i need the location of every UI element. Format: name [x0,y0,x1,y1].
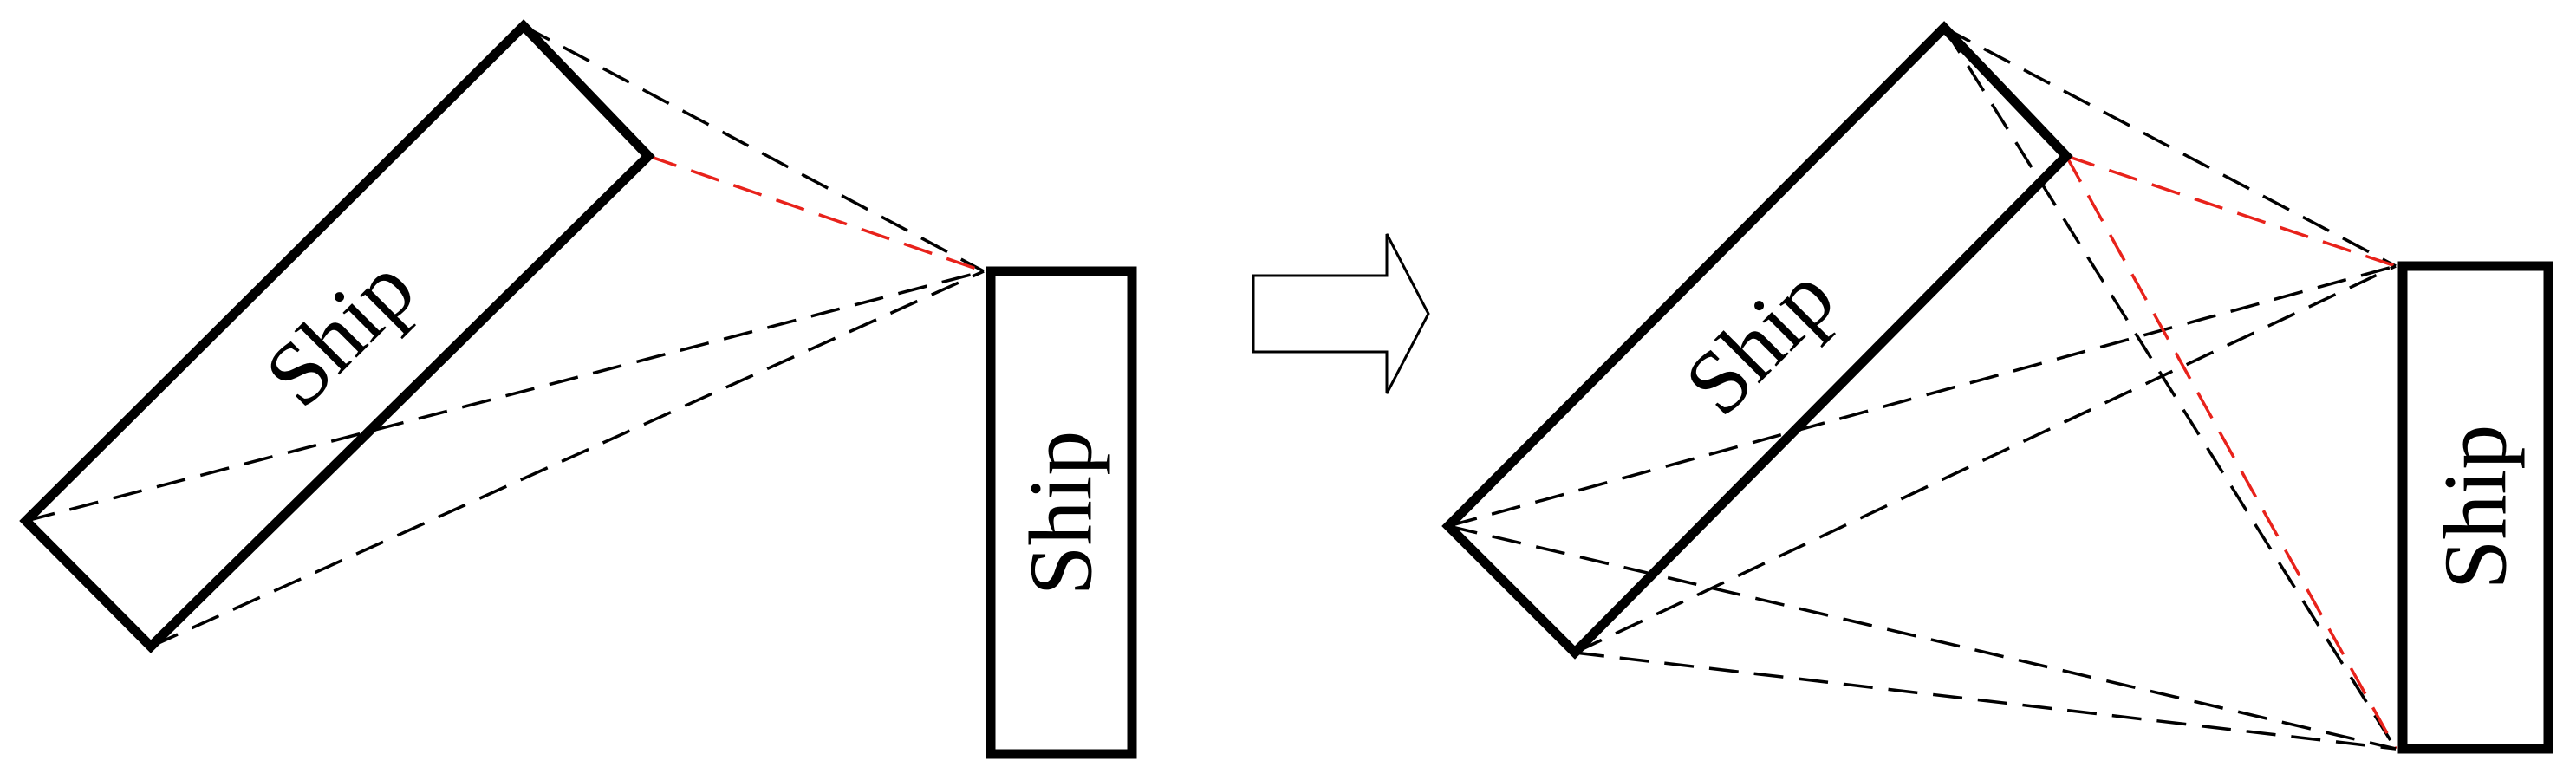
right-line-red-bottom [2065,155,2397,750]
left-line-bottom-corner [150,270,985,648]
left-angled-ship-outline [19,19,655,653]
right-line-top-to-bottom [1942,27,2397,750]
right-angled-ship-outline [1441,21,2073,660]
right-angled-ship: Ship [1441,21,2073,660]
left-vertical-ship-label: Ship [1012,431,1111,596]
left-sight-lines [25,24,985,648]
right-line-left-to-bottom [1447,524,2397,751]
left-line-red [647,154,985,273]
right-line-bottom-to-top [1574,264,2397,654]
right-arrow-icon [1252,233,1430,394]
right-line-top-to-top [1943,26,2397,268]
left-scene: Ship Ship [19,19,1137,759]
right-line-left-to-top [1447,264,2397,528]
right-line-bottom-to-bottom [1574,651,2397,751]
left-angled-ship: Ship [19,19,655,653]
right-vertical-ship: Ship [2397,261,2553,754]
right-vertical-ship-outline [2397,261,2553,754]
right-vertical-ship-label: Ship [2426,425,2526,590]
right-line-red-top [2065,154,2397,268]
left-vertical-ship-outline [986,266,1137,759]
left-vertical-ship: Ship [986,266,1137,759]
left-line-top-corner [523,24,985,273]
left-line-left-corner [25,270,985,523]
right-scene: Ship Ship [1441,21,2553,754]
right-sight-lines [1447,26,2397,751]
